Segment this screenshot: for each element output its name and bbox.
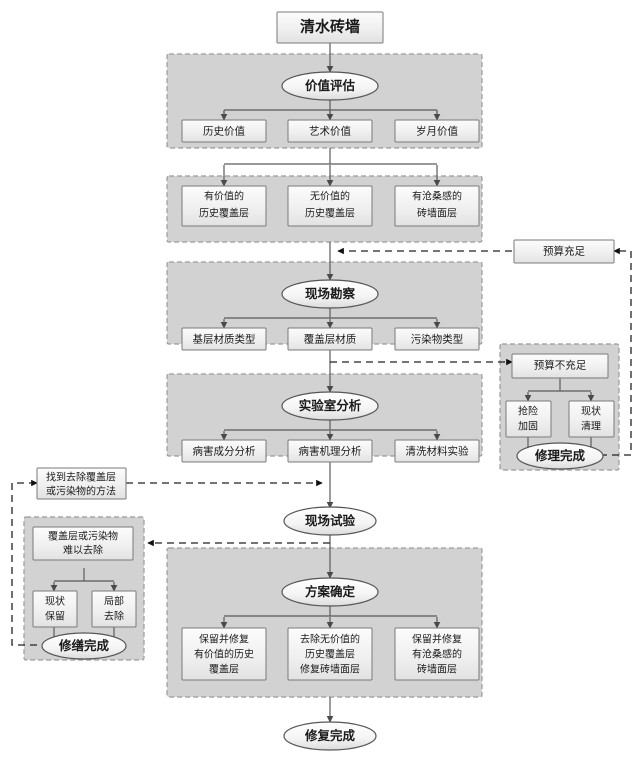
node-current-state-cleanup-line2: 清理: [581, 419, 601, 432]
node-plan-determination-label: 方案确定: [305, 584, 356, 599]
node-emergency-reinforcement-line1: 抢险: [518, 404, 538, 417]
node-remove-worthless-layer-line3: 修复砖墙面层: [300, 662, 360, 675]
node-method-found-line1: 找到去除覆盖层: [46, 470, 116, 483]
node-preserve-restore-valuable-layer-line1: 保留并修复: [199, 632, 249, 645]
node-pollutant-type[interactable]: [394, 327, 480, 351]
node-damage-mechanism-analysis-label: 病害机理分析: [299, 444, 362, 457]
node-preserve-restore-weathered-face-line3: 砖墙面层: [417, 662, 457, 675]
node-weathered-brick-face-line1: 有沧桑感的: [412, 189, 462, 202]
node-budget-sufficient[interactable]: [513, 239, 615, 264]
node-preserve-restore-valuable-layer-line3: 覆盖层: [209, 662, 239, 675]
node-hard-to-remove[interactable]: [32, 526, 134, 561]
edge-insufficient-fan: [528, 378, 591, 392]
node-valuable-historic-layer[interactable]: [181, 185, 267, 227]
node-site-survey-label: 现场勘察: [305, 286, 356, 301]
node-preserve-restore-valuable-layer-line2: 有价值的历史: [194, 647, 254, 660]
node-value-assessment-label: 价值评估: [305, 78, 356, 93]
node-historic-value[interactable]: [181, 119, 267, 143]
node-budget-insufficient[interactable]: [511, 353, 609, 379]
node-substrate-material-type[interactable]: [181, 327, 267, 351]
node-plan-determination[interactable]: [281, 577, 379, 607]
node-lab-analysis-label: 实验室分析: [299, 398, 362, 413]
node-site-survey[interactable]: [281, 279, 379, 309]
node-title-label: 清水砖墙: [300, 17, 360, 35]
node-preserve-restore-weathered-face-line1: 保留并修复: [412, 632, 462, 645]
node-cleaning-material-experiment-label: 清洗材料实验: [406, 444, 469, 457]
edge-layer-fan: [224, 148, 437, 165]
node-preserve-restore-valuable-layer[interactable]: [181, 627, 267, 681]
node-budget-insufficient-label: 预算不充足: [534, 358, 587, 371]
node-method-found[interactable]: [36, 467, 127, 500]
node-age-value[interactable]: [394, 119, 480, 143]
node-budget-sufficient-label: 预算充足: [543, 244, 585, 257]
node-preserve-current-state-line1: 现状: [45, 594, 65, 607]
node-restoration-complete[interactable]: [283, 721, 377, 751]
node-preserve-restore-weathered-face-line2: 有沧桑感的: [412, 647, 462, 660]
node-covering-layer-material-label: 覆盖层材质: [304, 332, 357, 345]
node-partial-removal-line2: 去除: [104, 609, 124, 622]
node-age-value-label: 岁月价值: [416, 124, 458, 137]
node-worthless-historic-layer[interactable]: [287, 185, 373, 227]
node-artistic-value-label: 艺术价值: [309, 124, 351, 137]
node-restoration-complete-label: 修复完成: [304, 728, 356, 743]
node-repair-complete-label: 修理完成: [534, 448, 586, 463]
node-substrate-material-type-label: 基层材质类型: [193, 332, 256, 345]
node-remove-worthless-layer-line2: 历史覆盖层: [305, 647, 355, 660]
node-restoration-done-label: 修缮完成: [58, 638, 110, 653]
node-preserve-current-state-line2: 保留: [45, 609, 65, 622]
node-valuable-historic-layer-line1: 有价值的: [204, 189, 244, 202]
node-partial-removal[interactable]: [91, 590, 137, 628]
node-emergency-reinforcement[interactable]: [505, 400, 552, 438]
node-cleaning-material-experiment[interactable]: [394, 439, 480, 463]
node-damage-composition-analysis-label: 病害成分分析: [193, 444, 256, 457]
node-remove-worthless-layer[interactable]: [287, 627, 373, 681]
node-field-trial-label: 现场试验: [305, 513, 356, 528]
node-worthless-historic-layer-line1: 无价值的: [310, 189, 350, 202]
node-hard-to-remove-line2: 难以去除: [63, 543, 103, 556]
node-lab-analysis[interactable]: [281, 391, 379, 421]
node-remove-worthless-layer-line1: 去除无价值的: [300, 632, 360, 645]
edge-restoration-done-to-method-found: [11, 479, 49, 646]
node-partial-removal-line1: 局部: [104, 594, 124, 607]
node-worthless-historic-layer-line2: 历史覆盖层: [305, 206, 355, 219]
node-current-state-cleanup[interactable]: [568, 400, 615, 438]
node-preserve-current-state[interactable]: [32, 590, 78, 628]
node-preserve-restore-weathered-face[interactable]: [394, 627, 480, 681]
node-pollutant-type-label: 污染物类型: [411, 332, 464, 345]
node-field-trial[interactable]: [283, 506, 377, 536]
edge-survey-fan: [224, 307, 437, 319]
node-restoration-done[interactable]: [41, 632, 127, 660]
node-repair-complete[interactable]: [516, 442, 604, 470]
node-current-state-cleanup-line1: 现状: [581, 404, 601, 417]
edge-lab-fan: [224, 419, 437, 431]
node-damage-mechanism-analysis[interactable]: [287, 439, 373, 463]
node-emergency-reinforcement-line2: 加固: [518, 420, 538, 432]
node-weathered-brick-face-line2: 砖墙面层: [417, 206, 457, 219]
edge-hard-fan: [54, 568, 114, 582]
node-method-found-line2: 或污染物的方法: [46, 484, 116, 497]
node-weathered-brick-face[interactable]: [394, 185, 480, 227]
node-artistic-value[interactable]: [287, 119, 373, 143]
node-title-box[interactable]: [276, 11, 384, 44]
node-damage-composition-analysis[interactable]: [181, 439, 267, 463]
node-historic-value-label: 历史价值: [203, 124, 245, 137]
node-hard-to-remove-line1: 覆盖层或污染物: [48, 529, 118, 542]
node-covering-layer-material[interactable]: [287, 327, 373, 351]
node-value-assessment[interactable]: [281, 71, 379, 101]
edge-plan-fan: [224, 605, 437, 617]
node-valuable-historic-layer-line2: 历史覆盖层: [199, 206, 249, 219]
